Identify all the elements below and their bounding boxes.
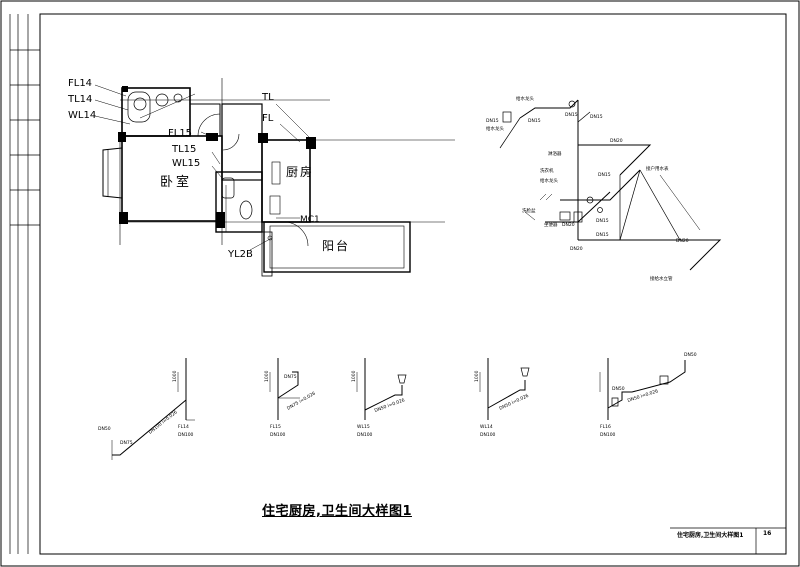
riser-wl15-h: 1000 bbox=[351, 370, 357, 382]
riser-fl14-dn2: DN75 bbox=[120, 440, 133, 446]
floor-plan bbox=[94, 78, 455, 277]
riser-wl14-sub: DN100 bbox=[480, 432, 496, 438]
riser-wl15-id: WL15 bbox=[357, 424, 370, 430]
drawing-frame bbox=[39, 13, 787, 555]
iso-dn20: DN20 bbox=[610, 138, 623, 144]
riser-wl14 bbox=[479, 358, 530, 420]
tag-fl15: FL15 bbox=[168, 128, 192, 139]
tag-tl14: TL14 bbox=[67, 94, 92, 105]
iso-dn20-c: DN20 bbox=[570, 246, 583, 252]
iso-dn20-b: DN20 bbox=[562, 222, 575, 228]
svg-text:接户用水表: 接户用水表 bbox=[646, 165, 669, 172]
svg-text:DN15: DN15 bbox=[565, 112, 578, 118]
svg-text:DN50 i=0.026: DN50 i=0.026 bbox=[374, 397, 406, 414]
tag-tl15: TL15 bbox=[171, 144, 196, 155]
svg-text:DN100 i=0.026: DN100 i=0.026 bbox=[148, 409, 179, 435]
riser-fl14-sub: DN100 bbox=[178, 432, 194, 438]
svg-text:DN50 i=0.026: DN50 i=0.026 bbox=[627, 388, 659, 404]
svg-text:给水龙头: 给水龙头 bbox=[486, 125, 504, 132]
riser-wl14-h: 1000 bbox=[474, 370, 480, 382]
left-title-strip bbox=[9, 14, 40, 554]
riser-fl15-sub: DN100 bbox=[270, 432, 286, 438]
riser-fl14-dn: DN50 bbox=[98, 426, 111, 432]
svg-text:坐便器: 坐便器 bbox=[544, 221, 558, 228]
svg-text:DN15: DN15 bbox=[590, 114, 603, 120]
riser-fl14 bbox=[111, 358, 195, 460]
riser-wl15-sub: DN100 bbox=[357, 432, 373, 438]
room-bedroom: 卧室 bbox=[160, 174, 192, 190]
riser-fl16-dn: DN50 bbox=[612, 386, 625, 392]
room-balcony: 阳台 bbox=[322, 238, 350, 253]
svg-text:给水龙头: 给水龙头 bbox=[540, 177, 558, 184]
riser-fl16 bbox=[599, 358, 686, 420]
tag-fl14: FL14 bbox=[68, 78, 92, 89]
tag-wl14: WL14 bbox=[68, 110, 96, 121]
plan-labels: FL14 TL14 WL14 FL15 TL15 WL15 TL FL YL2B… bbox=[67, 78, 350, 260]
svg-text:DN15: DN15 bbox=[486, 118, 499, 124]
riser-labels: FL14 DN100 1000 DN50 DN75 DN100 i=0.026 … bbox=[98, 352, 697, 446]
riser-fl15 bbox=[269, 358, 300, 420]
tag-wl15: WL15 bbox=[172, 158, 200, 169]
svg-text:DN15: DN15 bbox=[598, 172, 611, 178]
svg-text:淋浴器: 淋浴器 bbox=[548, 150, 562, 157]
room-kitchen: 厨房 bbox=[286, 164, 314, 179]
drawing-title: 住宅厨房,卫生间大样图1 bbox=[262, 504, 412, 519]
svg-text:洗衣机: 洗衣机 bbox=[540, 167, 554, 174]
riser-wl15 bbox=[356, 358, 407, 420]
riser-fl14-h: 1000 bbox=[172, 370, 178, 382]
svg-text:DN75 i=0.026: DN75 i=0.026 bbox=[286, 391, 317, 412]
riser-wl14-id: WL14 bbox=[480, 424, 493, 430]
tag-yl2b: YL2B bbox=[227, 249, 253, 260]
svg-text:DN15: DN15 bbox=[596, 232, 609, 238]
tag-tl-top: TL bbox=[261, 92, 274, 103]
title-block bbox=[670, 527, 786, 554]
isometric-water-supply bbox=[499, 99, 722, 271]
riser-fl16-sub: DN100 bbox=[600, 432, 616, 438]
riser-fl15-id: FL15 bbox=[270, 424, 281, 430]
riser-fl14-id: FL14 bbox=[178, 424, 189, 430]
iso-labels: 给水龙头 DN15 给水龙头 DN15 DN15 DN15 DN20 淋浴器 洗… bbox=[486, 95, 689, 282]
iso-dn15: DN15 bbox=[528, 118, 541, 124]
riser-fl16-id: FL16 bbox=[600, 424, 611, 430]
riser-fl16-dn2: DN50 bbox=[684, 352, 697, 358]
tag-mc1: MC1 bbox=[300, 215, 320, 225]
riser-fl15-h: 1000 bbox=[264, 370, 270, 382]
riser-fl15-dn: DN75 bbox=[284, 374, 297, 380]
tag-fl-right: FL bbox=[262, 113, 274, 124]
svg-text:洗脸盆: 洗脸盆 bbox=[522, 207, 536, 214]
svg-text:接给水立管: 接给水立管 bbox=[650, 275, 673, 282]
svg-text:DN50 i=0.026: DN50 i=0.026 bbox=[498, 393, 530, 412]
riser-details bbox=[111, 358, 686, 460]
sheet-number: 16 bbox=[763, 530, 772, 537]
iso-dn20-d: DN20 bbox=[676, 238, 689, 244]
titleblock-name: 住宅厨房,卫生间大样图1 bbox=[677, 532, 744, 539]
svg-text:给水龙头: 给水龙头 bbox=[516, 95, 534, 102]
svg-text:DN15: DN15 bbox=[596, 218, 609, 224]
